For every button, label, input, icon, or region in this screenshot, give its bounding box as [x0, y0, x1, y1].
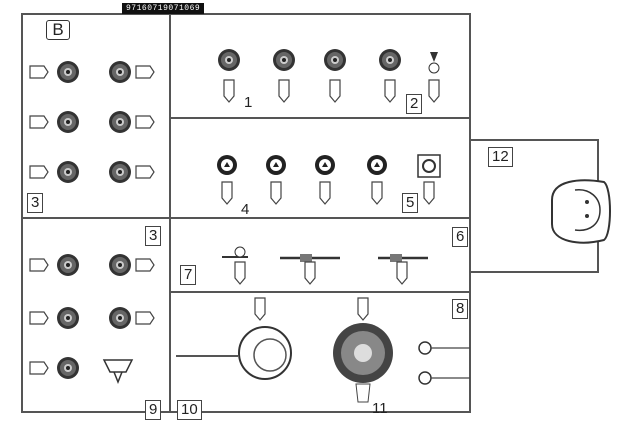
left-top-wheels [29, 61, 155, 183]
part-label-1: 1 [244, 94, 253, 111]
part-label-9: 9 [145, 400, 162, 420]
hull-part [551, 179, 611, 244]
sprue-frame [21, 13, 599, 413]
third-row-parts [222, 246, 428, 285]
part-label-12: 12 [488, 147, 513, 167]
sprue-code: 97160719071069 [122, 3, 205, 14]
part-label-7: 7 [180, 265, 197, 285]
part-label-2: 2 [406, 94, 423, 114]
part-label-3-right: 3 [145, 226, 162, 246]
left-bottom-wheels [29, 254, 155, 385]
part-label-4: 4 [241, 201, 250, 218]
second-row-parts [217, 154, 441, 205]
part-label-11: 11 [372, 400, 388, 417]
part-label-10: 10 [177, 400, 202, 420]
part-label-5: 5 [402, 193, 419, 213]
part-label-3-left: 3 [27, 193, 44, 213]
bottom-parts [176, 297, 470, 403]
part-label-6: 6 [452, 227, 469, 247]
top-row-wheels [218, 49, 440, 103]
part-label-8: 8 [452, 299, 469, 319]
sprue-letter: B [46, 20, 70, 40]
